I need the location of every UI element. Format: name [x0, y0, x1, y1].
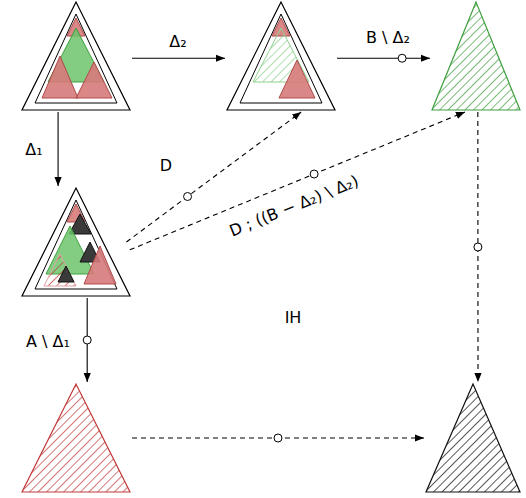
edge-circle [310, 170, 318, 178]
edge-circle [398, 54, 406, 62]
triangle-shape [227, 2, 335, 110]
triangle-figure [20, 0, 132, 112]
proof-label: IH [283, 308, 304, 327]
triangle-shape [279, 60, 315, 98]
edge-group [130, 112, 465, 250]
triangle-panel [424, 382, 522, 494]
solid-arrow [132, 58, 225, 59]
edge-circle [274, 434, 282, 442]
edge-circle [474, 243, 482, 251]
triangle-shape [44, 254, 76, 286]
edge-group [58, 112, 59, 186]
triangle-shape [240, 14, 322, 103]
triangle-shape [42, 56, 78, 98]
triangle-shape [35, 14, 117, 103]
triangle-shape [432, 2, 520, 110]
edge-circle [83, 336, 91, 344]
triangle-shape [22, 188, 130, 296]
edge-circle [184, 193, 192, 201]
triangle-shape [58, 266, 74, 282]
edge-label: D ; ((B − Δ₂) \ Δ₂) [225, 171, 364, 242]
triangle-shape [84, 246, 116, 284]
edge-group [474, 112, 482, 382]
solid-arrow [58, 112, 59, 186]
triangle-panel [430, 0, 522, 112]
edge-group [337, 54, 430, 62]
triangle-figure [424, 382, 522, 494]
edge-label: Δ₁ [23, 140, 44, 159]
edge-label: B \ Δ₂ [364, 28, 412, 47]
edge-group [132, 434, 424, 442]
triangle-figure [225, 0, 337, 112]
edge-label: A \ Δ₁ [24, 332, 72, 351]
triangle-panel [20, 0, 132, 112]
triangle-shape [76, 62, 112, 98]
triangle-shape [22, 2, 130, 110]
solid-arrow [337, 58, 430, 59]
triangle-figure [20, 382, 132, 494]
dashed-arrow [130, 112, 465, 250]
triangle-figure [20, 186, 132, 298]
edge-group [132, 58, 225, 59]
triangle-shape [22, 384, 130, 492]
triangle-shape [426, 384, 520, 492]
triangle-panel [225, 0, 337, 112]
triangle-figure [430, 0, 522, 112]
triangle-shape [35, 200, 117, 289]
triangle-panel [20, 382, 132, 494]
triangle-panel [20, 186, 132, 298]
edge-label: D [158, 156, 174, 175]
edge-group [83, 298, 91, 382]
edge-label: Δ₂ [167, 32, 188, 51]
